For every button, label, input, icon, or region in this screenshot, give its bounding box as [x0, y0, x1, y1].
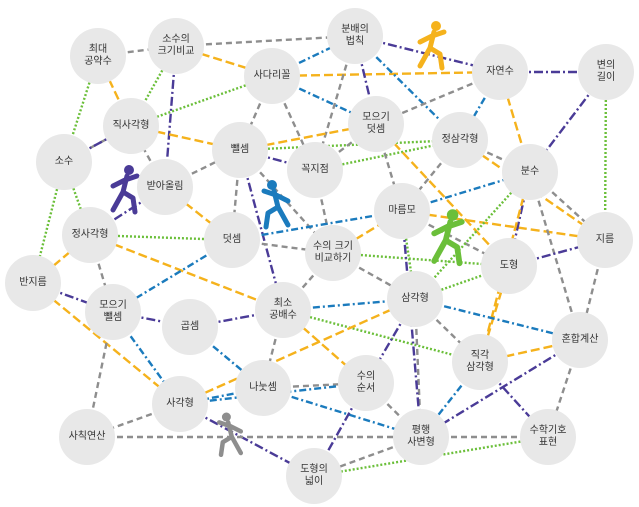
edge-moyi_deot-dohyeong [375, 123, 510, 267]
node-jeongsamgak: 정삼각형 [432, 112, 488, 168]
node-sosu: 소수 [36, 134, 92, 190]
node-moyi-ppael: 모으기 뺄셈 [85, 284, 141, 340]
node-sosu-keugi: 소수의 크기비교 [148, 18, 204, 74]
node-kkokjijeom: 꼭지점 [287, 142, 343, 198]
edge-choeso-jikgak [282, 308, 481, 364]
node-sachik: 사칙연산 [59, 409, 115, 465]
edge-marummo-samgak [400, 210, 417, 300]
node-dohyeong-neolbi: 도형의 넓이 [286, 448, 342, 504]
node-honhap: 혼합계산 [552, 312, 608, 368]
node-moyi-deot: 모으기 덧셈 [348, 96, 404, 152]
node-suui-keugi: 수의 크기 비교하기 [305, 225, 361, 281]
edge-sadarigol-kkokjijeom [270, 75, 317, 171]
edge-marummo-jireum [401, 209, 606, 242]
edge-deotsem-marummo [231, 209, 403, 242]
edge-ppaelsem-moyi_deot [239, 122, 377, 152]
node-jeongsagak: 정사각형 [62, 207, 118, 263]
edge-gopsem-choeso [189, 308, 284, 329]
node-suhak: 수학기호 표현 [520, 409, 576, 465]
gray-runner-icon [216, 412, 244, 458]
edge-samgak-sagak [179, 297, 416, 406]
edge-honhap-pyeonghaeng [420, 338, 581, 439]
node-banjireum: 반지름 [5, 255, 61, 311]
node-deotsem: 덧셈 [204, 212, 260, 268]
node-dohyeong: 도형 [481, 238, 537, 294]
edge-marummo-pyeonghaeng [400, 210, 423, 438]
node-samgak: 삼각형 [387, 271, 443, 327]
node-choeso: 최소 공배수 [255, 282, 311, 338]
node-marummo: 마름모 [374, 183, 430, 239]
node-ppaelsem: 뺄셈 [212, 122, 268, 178]
node-bunsu: 분수 [502, 144, 558, 200]
node-sagak: 사각형 [152, 376, 208, 432]
node-nanutsem: 나눗셈 [235, 360, 291, 416]
runner-layer [110, 21, 465, 458]
node-gopsem: 곱셈 [162, 299, 218, 355]
purple-walker-icon [110, 165, 140, 215]
node-jikgak: 직각 삼각형 [452, 334, 508, 390]
node-choedae: 최대 공약수 [70, 28, 126, 84]
node-byeon: 변의 길이 [578, 44, 634, 100]
edge-sadarigol-jayeonsu [271, 70, 501, 78]
node-jayeonsu: 자연수 [472, 44, 528, 100]
edge-suhak-dohyeong_neolbi [313, 435, 549, 478]
node-jiksagak: 직사각형 [103, 98, 159, 154]
orange-runner-icon [417, 21, 447, 71]
node-bunbae: 분배의 법칙 [327, 8, 383, 64]
edge-suui_keugi-dohyeong [332, 251, 510, 268]
node-suui-sunseo: 수의 순서 [338, 355, 394, 411]
edge-ppaelsem-jeongsamgak [239, 138, 461, 152]
node-sadarigol: 사다리꼴 [244, 48, 300, 104]
blue-runner-icon [261, 180, 291, 230]
node-pyeonghaeng: 평행 사변형 [393, 409, 449, 465]
green-runner-icon [431, 209, 465, 267]
node-ballim: 받아올림 [137, 159, 193, 215]
node-jireum: 지름 [577, 212, 633, 268]
edge-jeongsagak-choeso [89, 233, 284, 312]
